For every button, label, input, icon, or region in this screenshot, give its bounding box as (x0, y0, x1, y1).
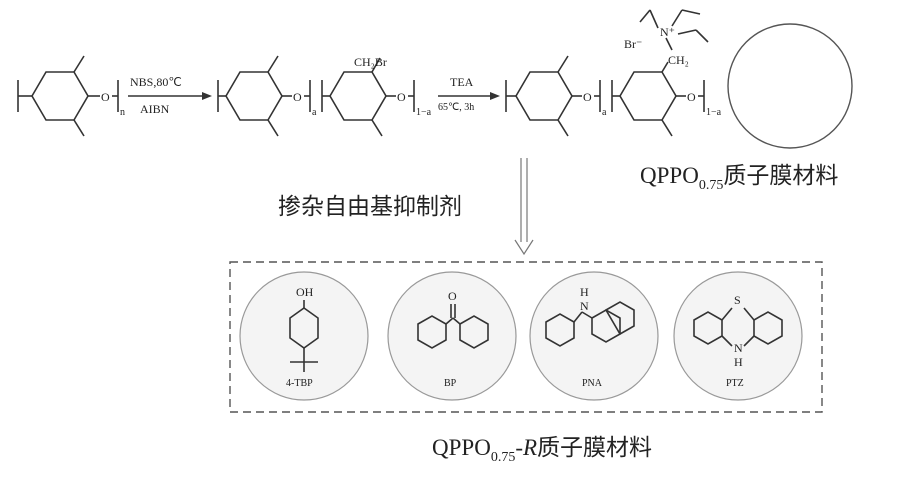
membrane-circle (728, 24, 852, 148)
svg-text:N: N (580, 299, 589, 313)
svg-text:O: O (293, 90, 302, 104)
reagent-aibn: AIBN (140, 102, 170, 116)
bromide-ion: Br⁻ (624, 37, 642, 51)
ch2br-group: CH₂Br (354, 55, 387, 69)
svg-text:O: O (397, 90, 406, 104)
svg-text:1−a: 1−a (706, 107, 722, 118)
label-pna: PNA (582, 378, 603, 389)
inhibitor-pna: H N PNA (530, 272, 658, 400)
label-ptz: PTZ (726, 378, 744, 389)
label-4tbp: 4-TBP (286, 378, 313, 389)
svg-text:N: N (734, 341, 743, 355)
inhibitor-4tbp: OH 4-TBP (240, 272, 368, 400)
ch2-group: CH₂ (668, 53, 689, 67)
doping-label: 掺杂自由基抑制剂 (278, 194, 462, 219)
doping-arrow (515, 158, 533, 254)
qppo-membrane-label: QPPO0.75质子膜材料 (640, 163, 838, 193)
svg-text:O: O (448, 289, 457, 303)
svg-text:a: a (602, 107, 607, 118)
svg-text:O: O (687, 90, 696, 104)
reaction-arrow-2: TEA 65℃, 3h (438, 75, 500, 113)
svg-text:OH: OH (296, 285, 314, 299)
qppo-r-membrane-label: QPPO0.75-R质子膜材料 (432, 435, 652, 465)
svg-text:O: O (583, 90, 592, 104)
label-bp: BP (444, 378, 457, 389)
brominated-copolymer: O a CH₂Br O 1−a (218, 55, 432, 136)
inhibitor-ptz: S N H PTZ (674, 272, 802, 400)
n-plus: N⁺ (660, 25, 675, 39)
subscript-1-a: 1−a (416, 107, 432, 118)
ppo-repeat-unit: O n (18, 56, 125, 136)
reagent-tea: TEA (450, 75, 474, 89)
svg-text:H: H (734, 355, 743, 369)
reagent-conditions: 65℃, 3h (438, 102, 474, 113)
svg-text:S: S (734, 293, 741, 307)
inhibitor-bp: O BP (388, 272, 516, 400)
reagent-nbs: NBS,80℃ (130, 75, 182, 89)
quaternized-copolymer: O a CH₂ N⁺ Br⁻ O 1−a (506, 10, 722, 136)
subscript-n: n (120, 107, 125, 118)
reaction-arrow-1: NBS,80℃ AIBN (128, 75, 212, 116)
svg-text:H: H (580, 285, 589, 299)
subscript-a: a (312, 107, 317, 118)
svg-text:O: O (101, 90, 110, 104)
